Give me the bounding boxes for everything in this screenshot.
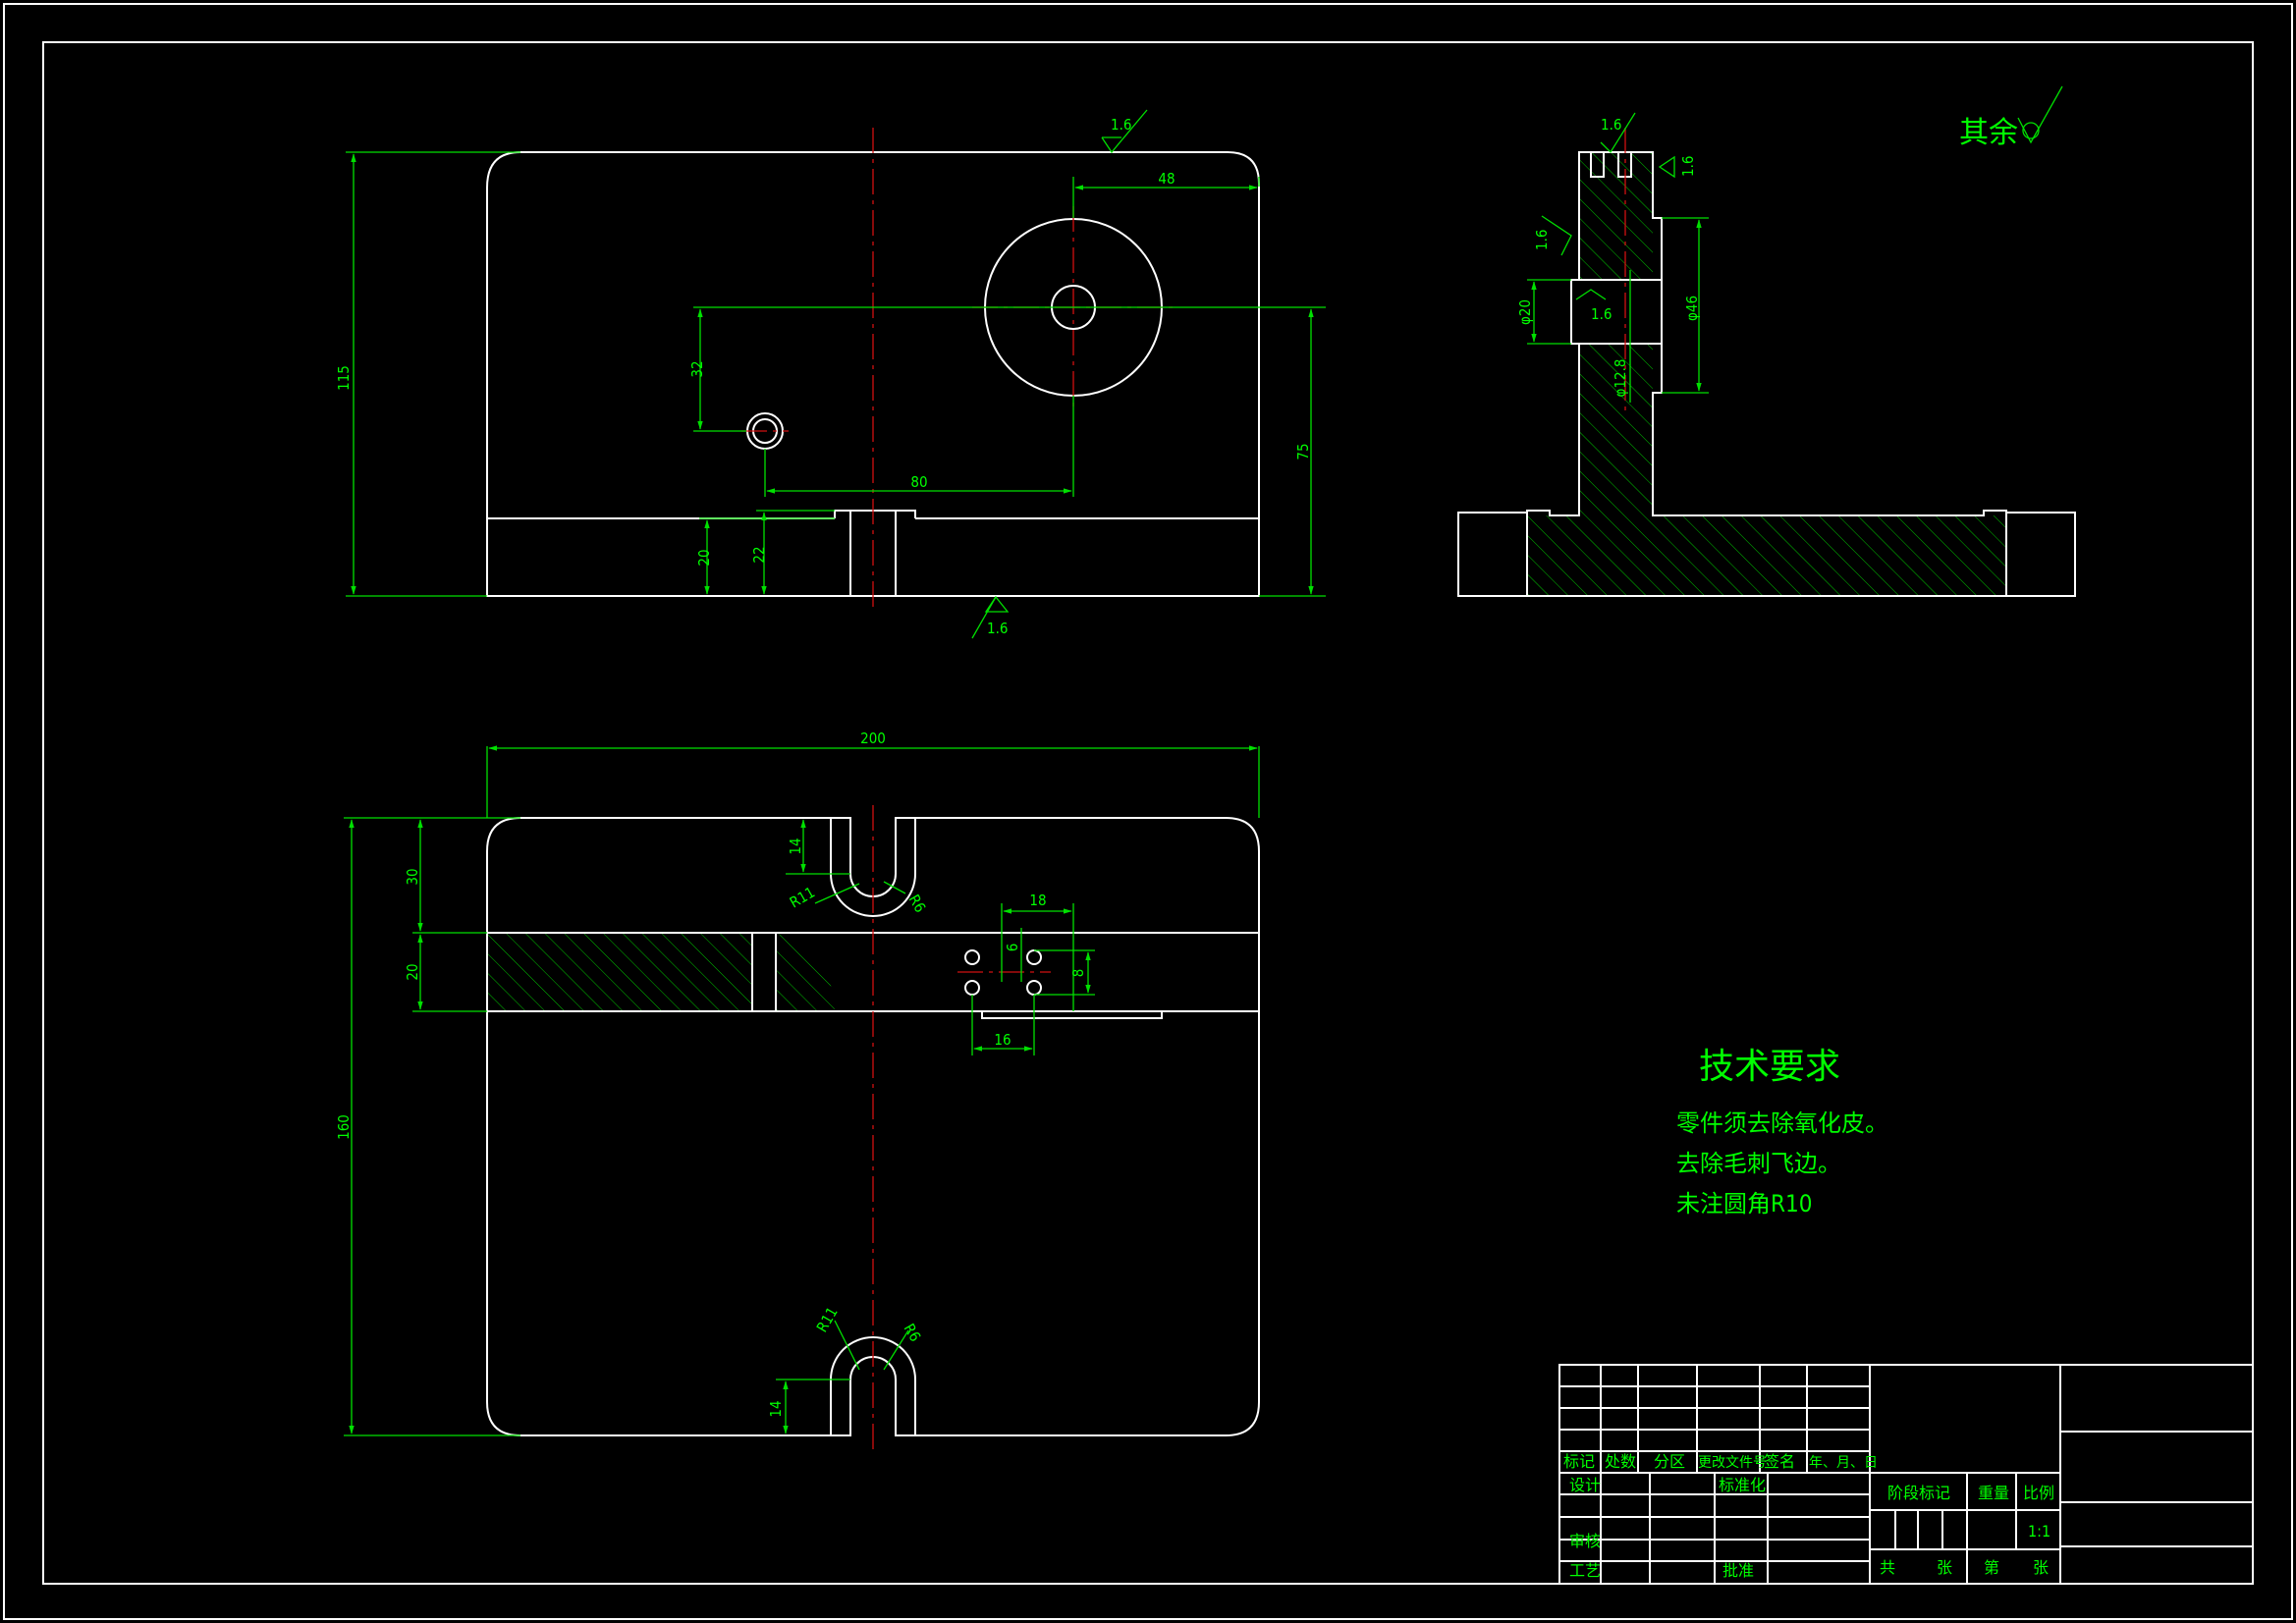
dim-dia-bore: φ12.8	[1612, 359, 1629, 398]
title-block: 标记 处数 分区 更改文件号 签名 年、月、日 设计 标准化 审核 工艺 批准 …	[1558, 1364, 2254, 1585]
technical-requirements: 技术要求 零件须去除氧化皮。 去除毛刺飞边。 未注圆角R10	[1676, 1047, 1888, 1217]
dim-holes-span-y: 8	[1069, 969, 1087, 978]
roughness-side-top: 1.6	[1601, 116, 1621, 134]
dim-holes-offset-x: 16	[994, 1031, 1011, 1049]
dim-height: 160	[335, 1114, 353, 1140]
tb-label: 分区	[1654, 1452, 1685, 1471]
dim-height-total: 115	[335, 365, 353, 391]
roughness-side-inner: 1.6	[1591, 305, 1612, 323]
tb-design: 设计	[1569, 1476, 1601, 1494]
tb-label: 更改文件号	[1698, 1455, 1767, 1471]
roughness-side-right: 1.6	[1679, 156, 1697, 177]
dim-slot-depth-bottom: 14	[767, 1400, 785, 1417]
inner-frame	[42, 41, 2254, 1585]
tb-label: 标记	[1563, 1452, 1595, 1471]
tb-scale-value: 1:1	[2028, 1522, 2050, 1541]
dim-slot-r-inner-bottom: R6	[901, 1321, 925, 1345]
general-roughness: 其余	[1959, 85, 2063, 150]
tb-total: 共	[1880, 1558, 1895, 1577]
tb-label: 处数	[1605, 1452, 1636, 1471]
dim-holes-span-x: 18	[1029, 892, 1046, 909]
roughness-side-left: 1.6	[1533, 230, 1551, 250]
tb-process: 工艺	[1569, 1561, 1601, 1580]
dim-base-height: 20	[695, 549, 713, 566]
tb-weight: 重量	[1978, 1484, 2009, 1502]
dim-slot-r-outer-bottom: R11	[813, 1304, 842, 1335]
requirement-item: 去除毛刺飞边。	[1676, 1150, 1841, 1177]
dim-dia-left: φ20	[1516, 299, 1534, 325]
tb-sheets-b: 张	[2033, 1558, 2049, 1577]
roughness-front-bottom: 1.6	[987, 620, 1008, 637]
outer-frame	[3, 3, 2293, 1620]
tb-scale-label: 比例	[2023, 1484, 2054, 1502]
dim-holes-gap-y: 6	[1004, 944, 1021, 952]
requirement-item: 未注圆角R10	[1676, 1190, 1812, 1217]
tb-stage-mark: 阶段标记	[1887, 1484, 1950, 1502]
dim-slot-r-outer-top: R11	[787, 884, 818, 912]
dim-hole-spacing: 80	[910, 473, 927, 491]
tb-label: 年、月、日	[1809, 1455, 1878, 1471]
tb-approve: 批准	[1722, 1561, 1754, 1580]
side-view: φ20 φ46 φ12.8 1.6 1.6 1.6 1.6	[1457, 112, 2076, 597]
dim-top-offset: 30	[404, 868, 421, 885]
tb-sheet-no: 第	[1984, 1558, 1999, 1577]
tb-sheets-a: 张	[1937, 1558, 1952, 1577]
tb-review: 审核	[1569, 1532, 1601, 1550]
top-view: 200 160 30 20 14 R11 R6 14 R11 R6 18 6	[335, 730, 1260, 1453]
requirements-title: 技术要求	[1699, 1047, 1840, 1087]
dim-height-center: 75	[1294, 443, 1312, 460]
dim-slot-depth-top: 14	[787, 838, 804, 854]
dim-width: 200	[860, 730, 886, 747]
dim-band-height: 20	[404, 963, 421, 980]
dim-slot-height: 22	[750, 546, 768, 563]
tb-standardize: 标准化	[1719, 1476, 1766, 1494]
tb-label: 签名	[1764, 1452, 1795, 1471]
front-view: 115 32 80 48 75 20 22 1.6 1.6	[335, 109, 1326, 639]
dim-hole-offset-vertical: 32	[688, 360, 706, 377]
general-roughness-label: 其余	[1959, 116, 2018, 150]
dim-dia-right: φ46	[1683, 296, 1701, 321]
requirement-item: 零件须去除氧化皮。	[1676, 1109, 1888, 1137]
roughness-front-top: 1.6	[1111, 116, 1131, 134]
dim-width-right: 48	[1158, 170, 1175, 188]
